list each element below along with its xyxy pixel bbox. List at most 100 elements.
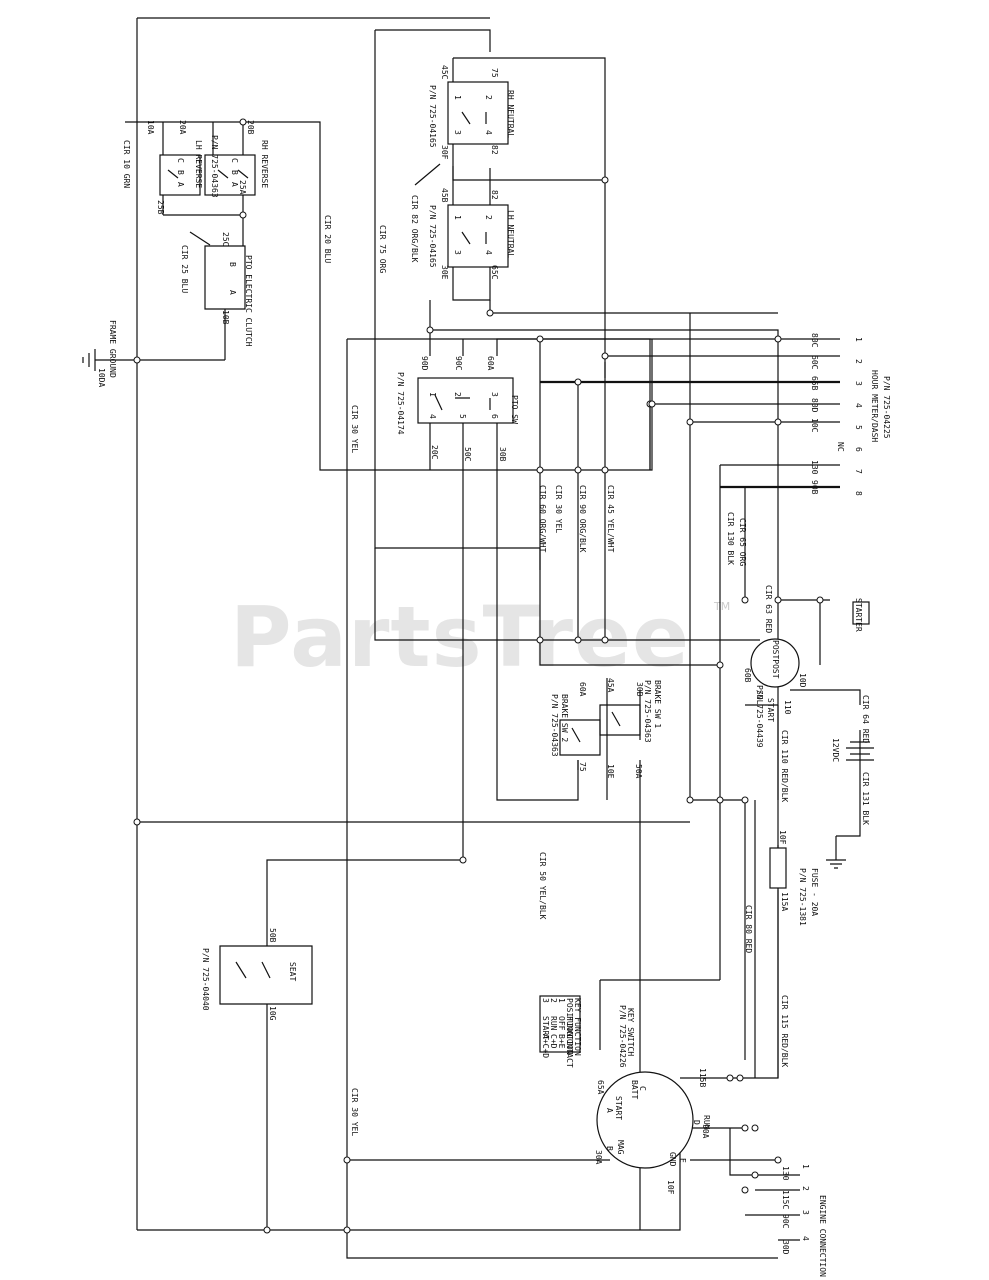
wire-label: 50C [463,447,472,462]
junction-dot [648,400,656,408]
switch-contacts [167,111,621,979]
wire-label: 115A [780,892,789,911]
junction-dot [574,636,582,644]
nc-label: NC [836,442,845,452]
wire-label: 10G [268,1006,277,1021]
junction-dot [574,466,582,474]
circuit-label: CIR 65 ORG [738,518,747,566]
pto-pin: 2 [453,392,462,397]
wire-label: 45A [606,678,615,693]
wire-label: 50A [634,764,643,779]
wire-label: 60B [743,668,752,683]
wire-label: 30D [781,1240,790,1255]
starter-label: STARTER [854,598,863,632]
brake-sw-1-label: BRAKE SW 1 [653,680,662,728]
wire-label: 25C [221,232,230,247]
junction-dot [736,1074,744,1082]
wire-label: 90C [454,356,463,371]
circuit-label: CIR 10 GRN [122,140,131,188]
junction-dot [774,596,782,604]
start-pn-label: P/N 725-04439 [755,685,764,748]
key-term: C [638,1086,647,1091]
wire-label: 65B [810,376,819,391]
reverse-pin: C [230,158,239,163]
wire-label: 115C [781,1190,790,1209]
circuit-label: CIR 30 YEL [350,405,359,453]
seat-pn-label: P/N 725-04040 [201,948,210,1011]
seat-label: SEAT [288,962,297,981]
wire-label: 90D [420,356,429,371]
lh-neutral-label: LH NEUTRAL [506,210,515,258]
key-switch-label: KEY SWITCH [626,1008,635,1056]
key-term: E [678,1158,687,1163]
key-term: MAG [616,1140,625,1155]
key-table-column: FUNCTION [565,1016,574,1055]
junction-dot [536,335,544,343]
neutral-pin: 2 [484,95,493,100]
junction-dot [774,1156,782,1164]
circuit-label: CIR 90 ORG/BLK [578,485,587,553]
engine-pin: 2 [801,1186,810,1191]
neutral-pin: 3 [453,250,462,255]
watermark-trademark: TM [714,600,731,613]
rh-reverse-switch [204,154,256,196]
key-table-cell: C+D [549,1034,558,1049]
wire-label: 80C [810,333,819,348]
reverse-pin: B [176,170,185,175]
junction-dot [741,596,749,604]
wire-label: 82 [490,145,499,155]
wire-label: 20C [430,445,439,460]
sol-label: SOL [755,690,764,705]
junction-dot [133,356,141,364]
wire-label: 90B [810,480,819,495]
junction-dots [133,118,824,1234]
neutral-pn-label: P/N 725-04165 [428,205,437,268]
junction-dot [574,378,582,386]
neutral-pin: 1 [453,95,462,100]
circuit-label: CIR 20 BLU [323,215,332,263]
battery-label: 12VDC [831,738,840,762]
wire-label: 30B [498,447,507,462]
components [159,81,870,1169]
frame-ground-label: FRAME GROUND [108,320,117,378]
circuit-label: CIR 131 BLK [861,772,870,825]
hour-meter-pin: 7 [854,469,863,474]
key-term: RUN [702,1115,711,1130]
wire-label: 45B [440,188,449,203]
hour-meter-pn-label: P/N 725-04225 [882,376,891,439]
neutral-pin: 2 [484,215,493,220]
wire-label: 80D [810,398,819,413]
hour-meter-pin: 4 [854,403,863,408]
wire-label: 25A [238,180,247,195]
rh-reverse-label: RH REVERSE [260,140,269,188]
rh-neutral-switch [447,81,509,145]
key-table-cell: OFF [557,1016,566,1031]
key-table-cell: A+C+D [541,1034,550,1058]
neutral-pin: 4 [484,250,493,255]
fuse [769,847,787,889]
neutral-pin: 3 [453,130,462,135]
junction-dot [133,818,141,826]
key-term: D [692,1120,701,1125]
key-table-cell: RUN [549,1016,558,1031]
wire-label: 20B [246,120,255,135]
clutch-pin: B [228,262,237,267]
junction-dot [263,1226,271,1234]
neutral-pin: 4 [484,130,493,135]
circuit-label: CIR 130 BLK [726,512,735,565]
wire-label: 10A [146,120,155,135]
pto-sw-label: PTO SW [510,395,519,424]
wire-label: 45C [440,65,449,80]
key-table-cell: B+E [557,1034,566,1049]
circuit-label: CIR 63 RED [764,585,773,633]
lh-neutral-switch [447,204,509,268]
clutch-pin: A [228,290,237,295]
engine-pin: 3 [801,1210,810,1215]
junction-dot [741,796,749,804]
pto-pin: 5 [458,414,467,419]
wire-label: 90A [701,1124,710,1139]
junction-dot [343,1226,351,1234]
wire-label: 60A [486,356,495,371]
rh-neutral-label: RH NEUTRAL [506,90,515,138]
